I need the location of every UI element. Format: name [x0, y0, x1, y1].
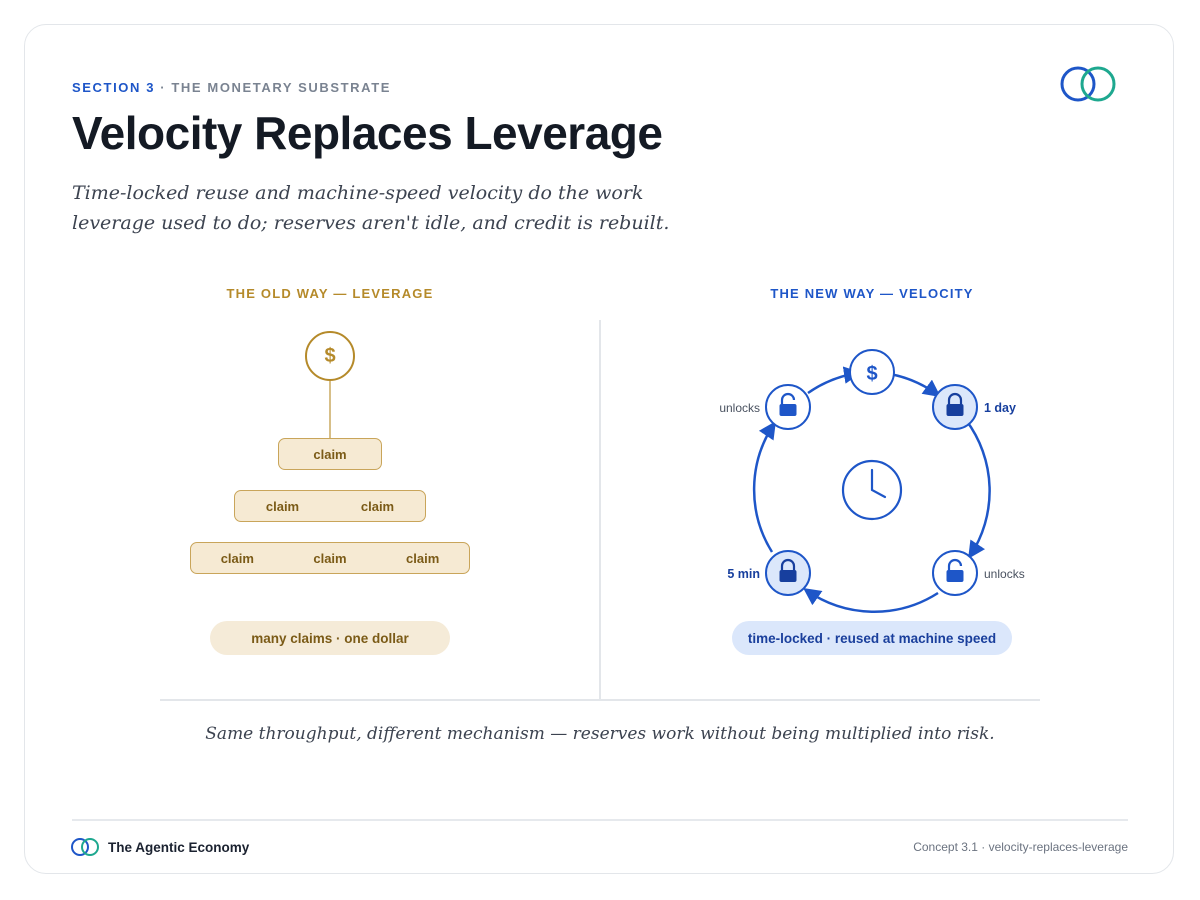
new-way-summary-pill: time-locked · reused at machine speed [732, 621, 1012, 655]
unlocks-label: unlocks [984, 567, 1025, 581]
claim-tier-3: claim claim claim [190, 542, 470, 574]
footer-divider [72, 819, 1128, 821]
column-divider [599, 320, 601, 700]
lock-duration-label: 5 min [727, 567, 760, 581]
lock-duration-label: 1 day [984, 401, 1016, 415]
claim-tier-2: claim claim [234, 490, 426, 522]
eyebrow-separator: · [155, 80, 172, 95]
old-way-label: THE OLD WAY — LEVERAGE [226, 286, 434, 301]
unlocked-node-icon [932, 550, 978, 596]
section-eyebrow: SECTION 3 · THE MONETARY SUBSTRATE [72, 80, 391, 95]
section-divider [160, 699, 1040, 701]
section-number: SECTION 3 [72, 80, 156, 95]
section-topic: THE MONETARY SUBSTRATE [171, 80, 392, 95]
claim-tier-1: claim [278, 438, 382, 470]
footer-concept-id: Concept 3.1 · velocity-replaces-leverage [913, 840, 1128, 854]
unlocks-label: unlocks [719, 401, 760, 415]
footer-brand-name: The Agentic Economy [108, 839, 250, 855]
claim-label: claim [265, 498, 300, 514]
cycle-arc [752, 421, 776, 553]
page-title: Velocity Replaces Leverage [72, 107, 663, 159]
footer-logo-icon [71, 838, 99, 856]
velocity-cycle-diagram: $ 1 day unlocks 5 min unlocks [719, 349, 1025, 613]
diagram-caption: Same throughput, different mechanism — r… [205, 724, 995, 744]
new-way-label: THE NEW WAY — VELOCITY [770, 286, 974, 301]
clock-icon [841, 459, 903, 521]
page-subtitle: Time-locked reuse and machine-speed velo… [72, 182, 670, 234]
dollar-node-icon: $ [849, 349, 895, 395]
brand-logo-icon [1060, 66, 1116, 102]
claim-label: claim [220, 550, 254, 566]
dollar-symbol: $ [866, 363, 877, 385]
pyramid-stem [329, 381, 331, 438]
claim-label: claim [406, 550, 440, 566]
cycle-arc [889, 372, 941, 398]
locked-node-icon [932, 384, 978, 430]
locked-node-icon [765, 550, 811, 596]
claim-label: claim [313, 446, 347, 462]
footer-brand: The Agentic Economy [70, 837, 249, 857]
cycle-arc [964, 419, 991, 559]
dollar-coin-icon: $ [305, 331, 355, 381]
claim-label: claim [313, 550, 347, 566]
cycle-arc [803, 587, 939, 613]
unlocked-node-icon [765, 384, 811, 430]
old-way-summary-pill: many claims · one dollar [210, 621, 450, 655]
claim-label: claim [360, 498, 395, 514]
